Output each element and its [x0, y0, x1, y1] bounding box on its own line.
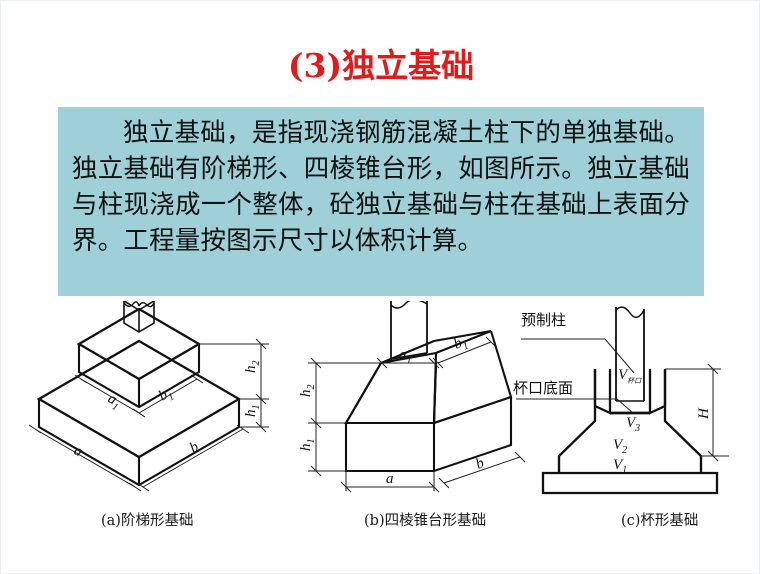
body-text-box: 独立基础，是指现浇钢筋混凝土柱下的单独基础。独立基础有阶梯形、四棱锥台形，如图所… — [58, 107, 704, 296]
label-v3: V3 — [626, 415, 640, 434]
label-precast-column: 预制柱 — [521, 311, 566, 329]
dim-label-a1: a1 — [399, 347, 412, 366]
dim-label-h2: h2 — [243, 361, 262, 374]
label-cup-bottom: 杯口底面 — [513, 379, 573, 397]
label-v2: V2 — [613, 437, 627, 456]
page-title: (3)独立基础 — [287, 46, 475, 85]
figure-caption-c: (c)杯形基础 — [621, 513, 699, 529]
dim-label-h1: h1 — [243, 405, 262, 418]
figure-caption-a: (a)阶梯形基础 — [101, 513, 194, 529]
figure-stepped-foundation: a1 b1 a b h2 h1 — [21, 301, 291, 506]
dim-label-a: a — [386, 471, 394, 487]
dim-label-h1: h1 — [298, 439, 317, 452]
body-paragraph: 独立基础，是指现浇钢筋混凝土柱下的单独基础。独立基础有阶梯形、四棱锥台形，如图所… — [72, 118, 690, 256]
label-v1: V1 — [613, 457, 627, 476]
label-v-cup: V杯口 — [618, 367, 642, 385]
figure-cup-foundation: 预制柱 杯口底面 V杯口 V3 V2 V1 H — [513, 301, 753, 506]
dim-label-H: H — [696, 407, 712, 420]
figure-caption-b: (b)四棱锥台形基础 — [364, 513, 487, 529]
dim-label-h2: h2 — [298, 385, 317, 398]
figure-pyramid-foundation: a1 b1 a b h2 h1 — [286, 301, 536, 506]
dim-label-b: b — [474, 455, 487, 473]
